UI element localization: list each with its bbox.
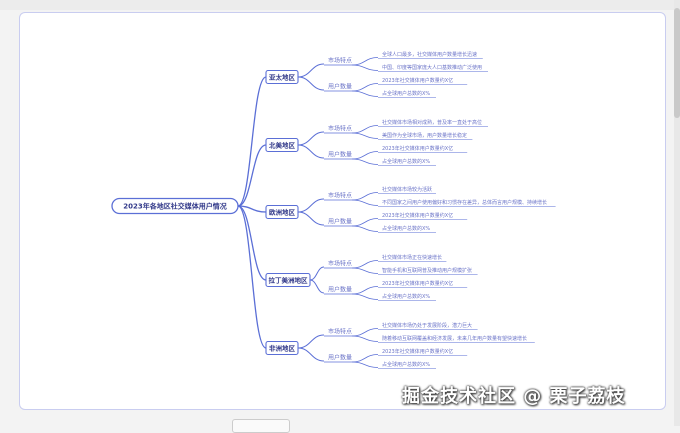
leaf-connector bbox=[351, 90, 379, 97]
branch-connector bbox=[237, 205, 267, 213]
root-label: 2023年各地区社交媒体用户情况 bbox=[123, 202, 226, 211]
leaf-label[interactable]: 2023年社交媒体用户数量约X亿 bbox=[382, 77, 453, 84]
group-label[interactable]: 用户数量 bbox=[328, 354, 352, 362]
leaf-connector bbox=[351, 225, 379, 232]
branch-connector bbox=[237, 144, 267, 207]
group-label[interactable]: 市场特点 bbox=[328, 192, 352, 200]
leaf-label[interactable]: 美国作为全球市场，用户数量增长稳定 bbox=[382, 132, 467, 139]
leaf-connector bbox=[351, 293, 379, 300]
root-node[interactable] bbox=[111, 197, 239, 215]
leaf-connector bbox=[351, 192, 379, 201]
leaf-connector bbox=[351, 354, 379, 363]
leaf-connector bbox=[351, 361, 379, 368]
branch-label: 亚太地区 bbox=[269, 72, 296, 81]
group-label[interactable]: 用户数量 bbox=[328, 151, 352, 159]
group-label[interactable]: 用户数量 bbox=[328, 83, 352, 91]
leaf-label[interactable]: 社交媒体市场正在快速增长 bbox=[382, 254, 442, 261]
leaf-label[interactable]: 2023年社交媒体用户数量约X亿 bbox=[382, 280, 453, 287]
leaf-label[interactable]: 2023年社交媒体用户数量约X亿 bbox=[382, 145, 453, 152]
group-label[interactable]: 用户数量 bbox=[328, 286, 352, 294]
leaf-label[interactable]: 2023年社交媒体用户数量约X亿 bbox=[382, 212, 453, 219]
leaf-label[interactable]: 占全球用户总数的X% bbox=[382, 158, 430, 165]
leaf-connector bbox=[351, 328, 379, 337]
group-connector bbox=[297, 211, 325, 226]
group-label[interactable]: 市场特点 bbox=[328, 328, 352, 336]
leaf-connector bbox=[351, 151, 379, 160]
leaf-connector bbox=[351, 57, 379, 66]
group-connector bbox=[297, 347, 325, 362]
branch-label: 非洲地区 bbox=[269, 343, 296, 352]
leaf-label[interactable]: 不同国家之间用户使用偏好和习惯存在差异，总体而言用户规模、持续增长 bbox=[382, 199, 547, 206]
bottom-toolbar bbox=[0, 410, 680, 426]
leaf-connector bbox=[351, 267, 379, 274]
leaf-label[interactable]: 社交媒体市场相对成熟，普及率一直处于高位 bbox=[382, 119, 482, 126]
leaf-connector bbox=[351, 132, 379, 139]
leaf-connector bbox=[351, 83, 379, 92]
leaf-connector bbox=[351, 260, 379, 269]
group-connector bbox=[309, 279, 325, 294]
scrollbar-thumb[interactable] bbox=[674, 8, 680, 118]
group-connector bbox=[297, 131, 325, 146]
branch-node[interactable] bbox=[265, 69, 299, 85]
branch-label: 北美地区 bbox=[269, 140, 296, 149]
group-connector bbox=[297, 334, 325, 349]
leaf-label[interactable]: 占全球用户总数的X% bbox=[382, 225, 430, 232]
group-connector bbox=[297, 63, 325, 78]
leaf-label[interactable]: 社交媒体市场较为活跃 bbox=[382, 186, 432, 193]
branch-label: 欧洲地区 bbox=[269, 207, 296, 216]
leaf-label[interactable]: 智能手机和互联网普及推动用户规模扩张 bbox=[382, 267, 472, 274]
leaf-label[interactable]: 2023年社交媒体用户数量约X亿 bbox=[382, 348, 453, 355]
bottom-toolbar-button[interactable] bbox=[232, 419, 290, 433]
branch-connector bbox=[237, 205, 267, 281]
branch-node[interactable] bbox=[265, 204, 299, 220]
leaf-label[interactable]: 占全球用户总数的X% bbox=[382, 90, 430, 97]
group-connector bbox=[297, 76, 325, 91]
group-label[interactable]: 市场特点 bbox=[328, 260, 352, 268]
branch-node[interactable] bbox=[265, 340, 299, 356]
leaf-label[interactable]: 中国、印度等国家庞大人口基数推动广泛使用 bbox=[382, 64, 482, 71]
branch-connector bbox=[237, 205, 267, 349]
group-label[interactable]: 市场特点 bbox=[328, 125, 352, 133]
branch-node[interactable] bbox=[265, 137, 299, 153]
group-label[interactable]: 市场特点 bbox=[328, 57, 352, 65]
leaf-label[interactable]: 占全球用户总数的X% bbox=[382, 361, 430, 368]
leaf-label[interactable]: 全球人口最多，社交媒体用户数量增长迅速 bbox=[382, 51, 477, 58]
group-connector bbox=[297, 144, 325, 159]
leaf-label[interactable]: 社交媒体市场仍处于发展阶段，潜力巨大 bbox=[382, 322, 472, 329]
leaf-connector bbox=[351, 158, 379, 165]
leaf-connector bbox=[351, 199, 379, 206]
group-connector bbox=[297, 198, 325, 213]
window-top-strip bbox=[0, 0, 680, 10]
group-connector bbox=[309, 266, 325, 281]
vertical-scrollbar[interactable] bbox=[674, 0, 680, 426]
branch-connector bbox=[237, 76, 267, 207]
branch-node[interactable] bbox=[265, 272, 311, 288]
leaf-label[interactable]: 占全球用户总数的X% bbox=[382, 293, 430, 300]
leaf-connector bbox=[351, 335, 379, 342]
group-label[interactable]: 用户数量 bbox=[328, 218, 352, 226]
leaf-connector bbox=[351, 218, 379, 227]
leaf-label[interactable]: 随着移动互联网覆盖和经济发展，未来几年用户数量有望快速增长 bbox=[382, 335, 527, 342]
leaf-connector bbox=[351, 125, 379, 134]
branch-label: 拉丁美洲地区 bbox=[269, 275, 309, 284]
leaf-connector bbox=[351, 286, 379, 295]
watermark: 掘金技术社区 @ 栗子荔枝 bbox=[402, 386, 626, 407]
leaf-connector bbox=[351, 64, 379, 71]
